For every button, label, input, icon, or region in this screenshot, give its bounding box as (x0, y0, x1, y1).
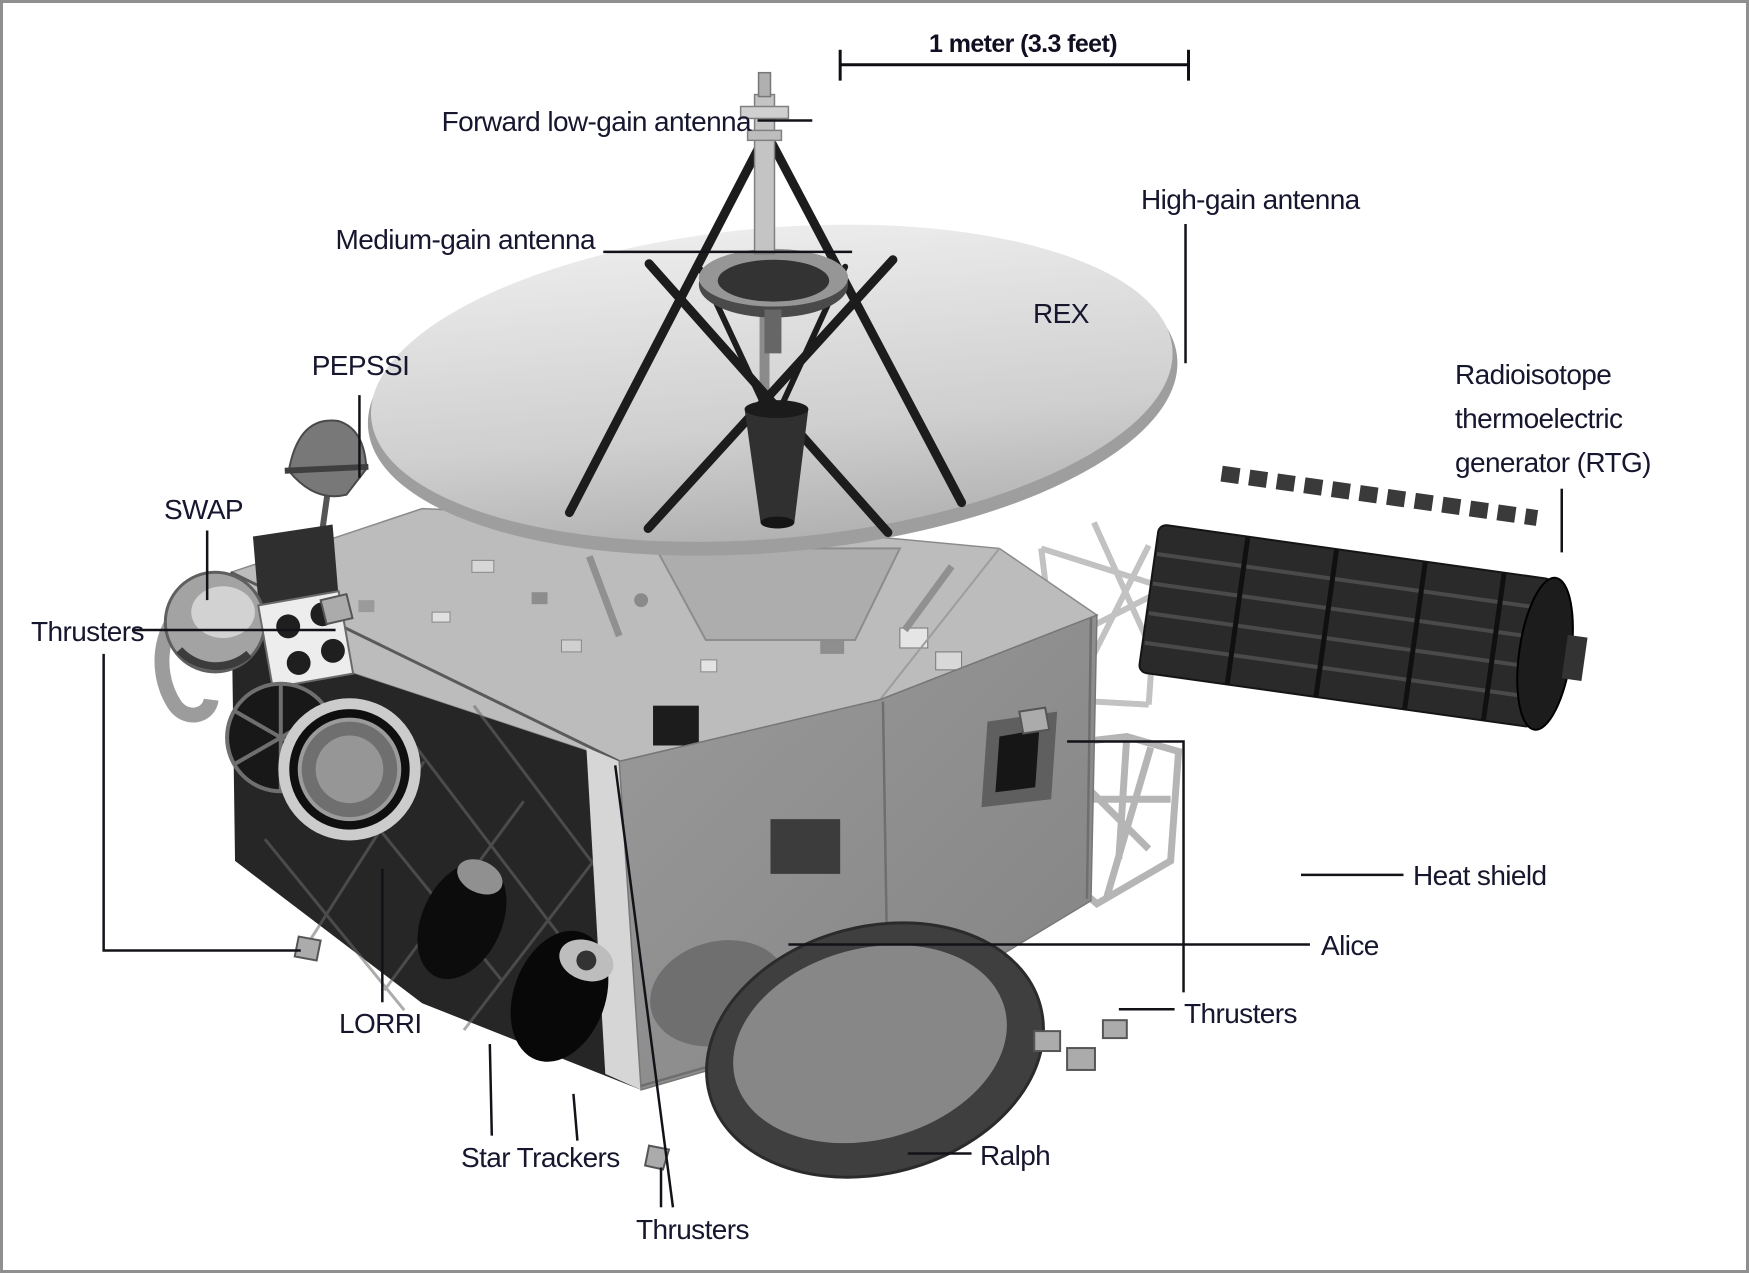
scale-bar-label: 1 meter (3.3 feet) (929, 30, 1118, 58)
thruster-nozzles (293, 593, 1128, 1171)
label-swap: SWAP (163, 494, 244, 525)
leader-thrusters-right-b (1067, 740, 1185, 993)
label-alice: Alice (1321, 930, 1379, 961)
rtg-segment-lines (1224, 536, 1507, 721)
label-star-trackers: Star Trackers (461, 1142, 620, 1173)
ralph-telescope (650, 921, 1045, 1179)
label-forward-low-gain-antenna: Forward low-gain antenna (441, 106, 752, 137)
label-rtg: Radioisotope thermoelectric generator (R… (1455, 359, 1651, 478)
label-lorri: LORRI (339, 1008, 422, 1039)
thruster-top-left (319, 593, 354, 626)
forward-low-gain-antenna-mast (739, 71, 790, 255)
body-front-white-strip (586, 747, 642, 1090)
thruster-right-cluster-2 (1066, 1047, 1096, 1071)
leader-star-trackers-b (572, 1093, 579, 1141)
scale-bar (838, 49, 1191, 81)
label-heat-shield: Heat shield (1413, 860, 1547, 891)
label-high-gain-antenna: High-gain antenna (1141, 184, 1360, 215)
label-thrusters-right: Thrusters (1184, 998, 1297, 1029)
star-tracker-1 (417, 859, 507, 980)
medium-gain-antenna-dish (698, 248, 849, 354)
pepssi-instrument (284, 419, 369, 543)
label-ralph: Ralph (980, 1140, 1051, 1171)
thruster-bottom-small (643, 1144, 671, 1171)
thruster-left-bottom (293, 935, 322, 962)
leader-thrusters-left-b (102, 653, 301, 952)
spacecraft-illustration (102, 49, 1588, 1208)
rtg-fin-row (1220, 465, 1539, 526)
feed-horn (744, 400, 809, 529)
thruster-deck-right (1018, 706, 1051, 735)
leader-lines (102, 119, 1563, 1208)
label-thrusters-left: Thrusters (31, 616, 144, 647)
dish-tripod-struts (564, 139, 967, 537)
leader-star-trackers-a (488, 1044, 494, 1136)
label-medium-gain-antenna: Medium-gain antenna (335, 224, 596, 255)
front-face-inset-vent (981, 711, 1058, 808)
dish-support-struts (586, 555, 955, 638)
label-rex: REX (1033, 298, 1089, 329)
rtg-end-nub (1561, 634, 1588, 682)
rtg-fin-lines (1144, 552, 1548, 700)
label-pepssi: PEPSSI (311, 350, 410, 381)
leader-thrusters-bottom-b (613, 765, 675, 1208)
thruster-right-cluster-1 (1033, 1030, 1062, 1053)
rtg-body (1138, 524, 1554, 728)
rtg-assembly (1138, 465, 1588, 731)
lorri-aperture (278, 698, 421, 841)
thruster-right-cluster-3 (1101, 1019, 1128, 1040)
label-thrusters-bottom: Thrusters (636, 1214, 749, 1245)
alice-aperture-box (770, 819, 841, 874)
star-tracker-2 (510, 930, 614, 1062)
